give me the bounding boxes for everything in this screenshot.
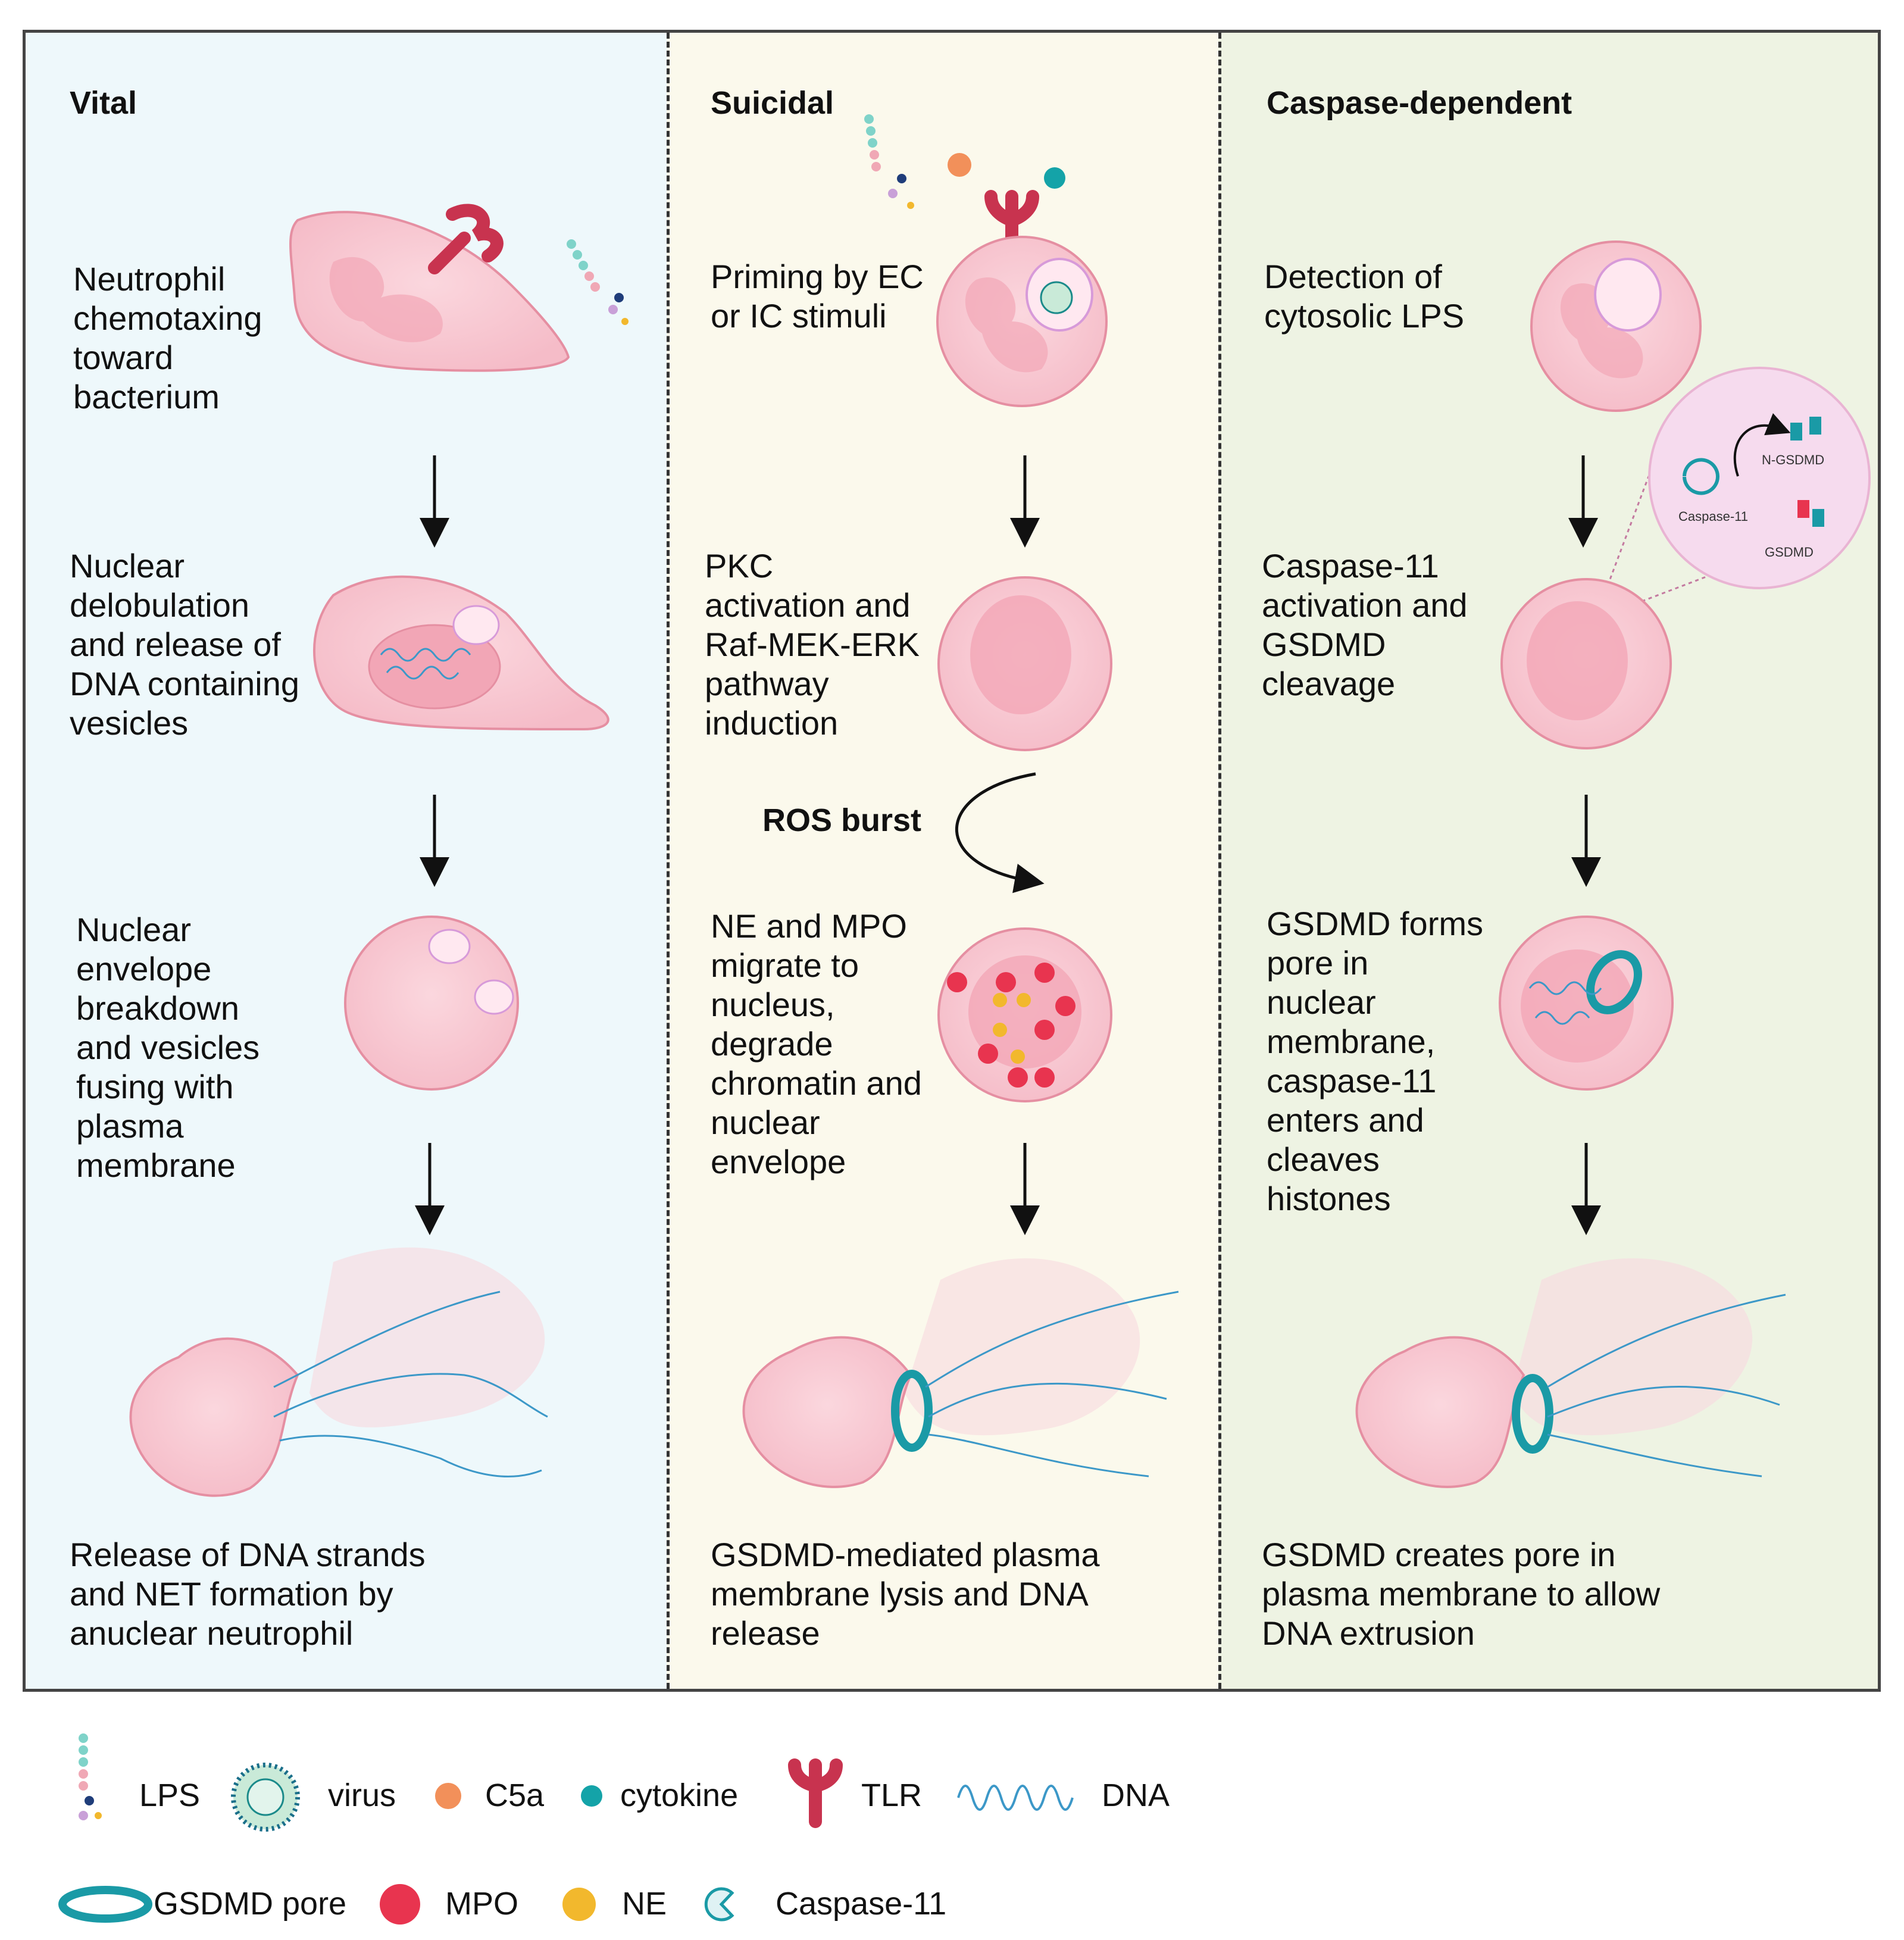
- inset-ngsdmd-label: N-GSDMD: [1762, 452, 1824, 467]
- legend-virus-icon: [231, 1763, 300, 1832]
- legend-cytokine-label: cytokine: [620, 1777, 739, 1813]
- legend-dna-label: DNA: [1102, 1777, 1170, 1813]
- legend-dna-icon: [957, 1785, 1074, 1811]
- legend-gsdmd-pore-icon: [58, 1886, 152, 1923]
- legend-lps-icon: [79, 1733, 102, 1820]
- legend-ne-icon: [562, 1888, 596, 1921]
- vital-step-4: Release of DNA strands and NET formation…: [70, 1536, 426, 1652]
- inset-caspase-label: Caspase-11: [1678, 509, 1748, 524]
- legend-lps-label: LPS: [139, 1777, 201, 1813]
- suicidal-step-4: GSDMD-mediated plasma membrane lysis and…: [711, 1536, 1100, 1652]
- legend-c5a-icon: [435, 1783, 461, 1809]
- lps-icon-suicidal: [864, 114, 914, 209]
- ros-burst-arrow: [955, 772, 1045, 894]
- inset-gsdmd-label: GSDMD: [1765, 545, 1814, 560]
- vital-step-1: Neutrophil chemotaxing toward bacterium: [73, 260, 262, 416]
- caspase-step-4: GSDMD creates pore in plasma membrane to…: [1262, 1536, 1661, 1652]
- figure-frame: [23, 30, 1881, 1692]
- legend-caspase-11-icon: [704, 1887, 734, 1922]
- caspase-cell-3: [1499, 916, 1674, 1091]
- caspase-step-2: Caspase-11 activation and GSDMD cleavage: [1262, 547, 1468, 702]
- vital-cell-3: [344, 916, 519, 1091]
- suicidal-cell-1: [936, 236, 1108, 407]
- legend-virus-label: virus: [328, 1777, 396, 1813]
- legend-mpo-label: MPO: [445, 1886, 519, 1922]
- cytokine-icon-suicidal: [1044, 167, 1065, 189]
- caspase-step-3: GSDMD forms pore in nuclear membrane, ca…: [1267, 905, 1483, 1217]
- legend-tlr-label: TLR: [861, 1777, 923, 1813]
- legend-caspase-11-label: Caspase-11: [776, 1886, 947, 1922]
- suicidal-step-1: Priming by EC or IC stimuli: [711, 258, 924, 335]
- caspase-step-1: Detection of cytosolic LPS: [1264, 258, 1465, 335]
- legend-mpo-icon: [380, 1884, 420, 1925]
- legend-tlr-icon: [788, 1758, 843, 1828]
- suicidal-cell-3: [937, 927, 1112, 1102]
- caspase-cell-2: [1500, 578, 1672, 749]
- tlr-icon-vital: [428, 204, 504, 274]
- vital-cell-1: [289, 211, 570, 372]
- suicidal-step-2: PKC activation and Raf-MEK-ERK pathway i…: [705, 547, 920, 742]
- caspase-net: [1355, 1258, 1786, 1488]
- caspase-cell-1: [1530, 240, 1702, 412]
- vital-cell-2: [312, 575, 609, 731]
- ros-burst-label: ROS burst: [762, 802, 922, 838]
- vital-net: [129, 1247, 548, 1497]
- lps-icon-vital: [567, 239, 629, 325]
- suicidal-cell-2: [937, 576, 1112, 751]
- vital-step-2: Nuclear delobulation and release of DNA …: [70, 547, 300, 742]
- c5a-icon-suicidal: [948, 153, 971, 177]
- vital-step-3: Nuclear envelope breakdown and vesicles …: [76, 911, 260, 1184]
- panel-title-caspase-dependent: Caspase-dependent: [1267, 85, 1572, 121]
- legend-ne-label: NE: [622, 1886, 667, 1922]
- suicidal-net: [742, 1258, 1179, 1488]
- panel-title-suicidal: Suicidal: [711, 85, 834, 121]
- legend-gsdmd-pore-label: GSDMD pore: [154, 1886, 347, 1922]
- suicidal-step-3: NE and MPO migrate to nucleus, degrade c…: [711, 907, 922, 1180]
- legend-c5a-label: C5a: [485, 1777, 545, 1813]
- panel-title-vital: Vital: [70, 85, 137, 121]
- caspase-inset-zoom: Caspase-11 N-GSDMD GSDMD: [1594, 367, 1871, 620]
- legend-cytokine-icon: [581, 1785, 602, 1807]
